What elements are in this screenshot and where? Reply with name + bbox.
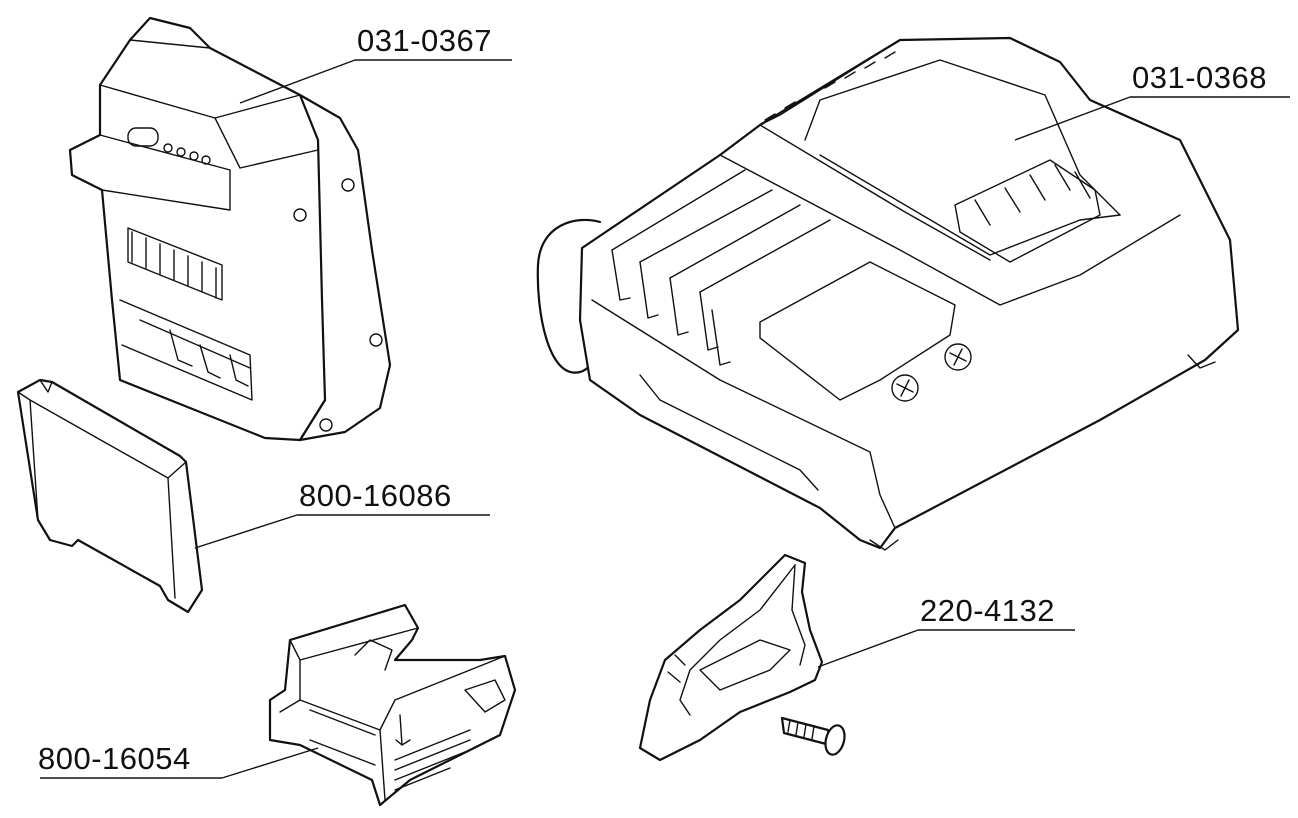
part-number-charger: 031-0368 xyxy=(1132,60,1268,95)
charger-drawing xyxy=(536,36,1240,551)
leader-lines xyxy=(40,59,1290,779)
part-number-battery: 031-0367 xyxy=(357,23,493,58)
terminal-cover-drawing xyxy=(16,378,204,614)
battery-holder-drawing xyxy=(268,603,517,807)
battery-drawing xyxy=(68,16,392,442)
part-number-terminal-cover: 800-16086 xyxy=(299,478,452,513)
belt-clip-drawing xyxy=(638,553,846,762)
part-number-battery-holder: 800-16054 xyxy=(38,741,191,776)
part-number-belt-clip: 220-4132 xyxy=(920,593,1056,628)
